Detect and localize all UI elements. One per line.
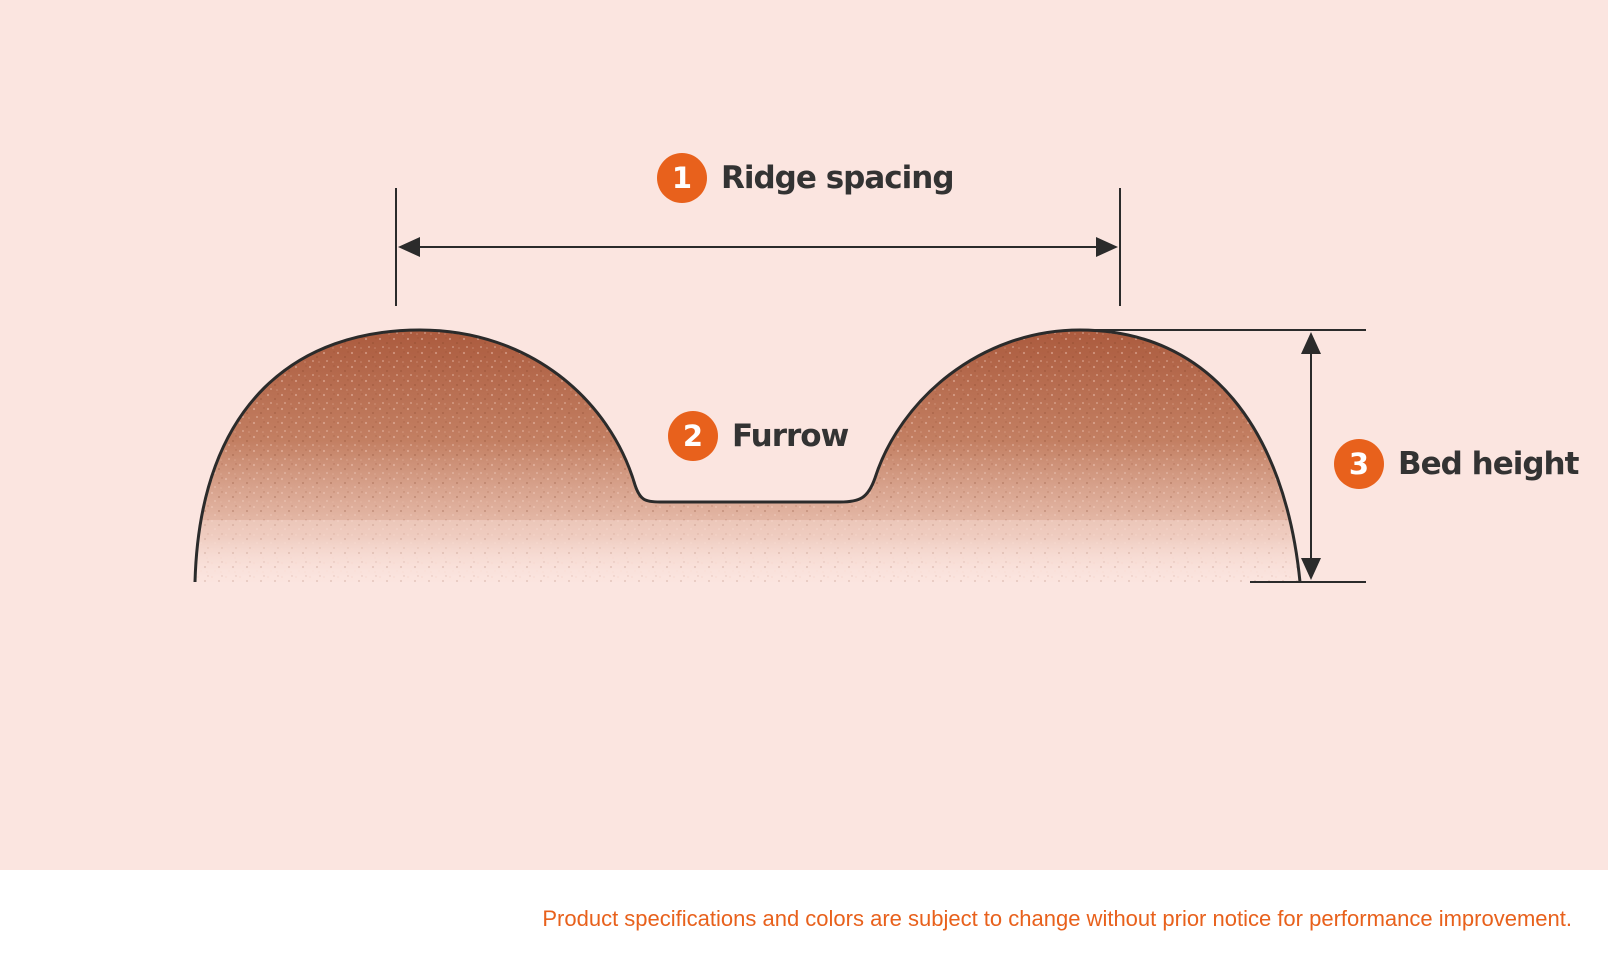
soil-outline <box>193 328 1302 583</box>
arrowhead-left-icon <box>398 237 420 257</box>
disclaimer-note: Product specifications and colors are su… <box>542 906 1572 931</box>
bed-height-dimension <box>1085 329 1366 583</box>
bed-profile-diagram <box>193 188 1366 583</box>
diagram-panel: 1 Ridge spacing 2 Furrow 3 Bed height <box>0 0 1608 870</box>
furrow-label: 2 Furrow <box>668 411 849 461</box>
ridge-spacing-dimension <box>395 188 1121 306</box>
ridge-spacing-text: Ridge spacing <box>721 160 955 196</box>
bed-height-text: Bed height <box>1398 446 1579 482</box>
furrow-text: Furrow <box>732 418 849 454</box>
number-badge-2: 2 <box>668 411 718 461</box>
arrowhead-up-icon <box>1301 332 1321 354</box>
number-badge-3: 3 <box>1334 439 1384 489</box>
number-badge-1: 1 <box>657 153 707 203</box>
bed-height-label: 3 Bed height <box>1334 439 1579 489</box>
arrowhead-right-icon <box>1096 237 1118 257</box>
footer: Product specifications and colors are su… <box>0 870 1608 978</box>
arrowhead-down-icon <box>1301 558 1321 580</box>
ridge-spacing-label: 1 Ridge spacing <box>657 153 955 203</box>
